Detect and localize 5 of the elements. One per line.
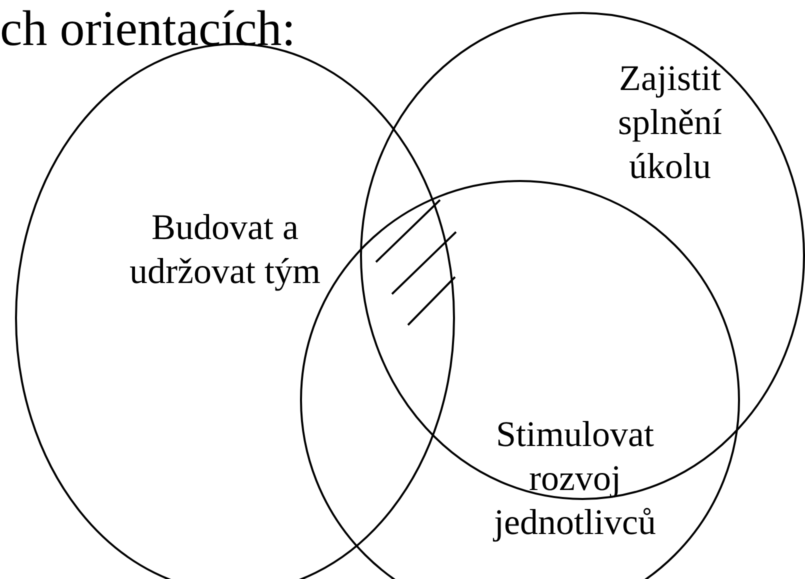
set-label: Zajistit splnění úkolu [617,57,723,188]
set-label: Stimulovat rozvoj jednotlivců [492,413,657,544]
set-label: Budovat a udržovat tým [128,206,322,293]
heading: ch orientacích: [0,0,296,56]
ellipse-set [360,12,805,500]
